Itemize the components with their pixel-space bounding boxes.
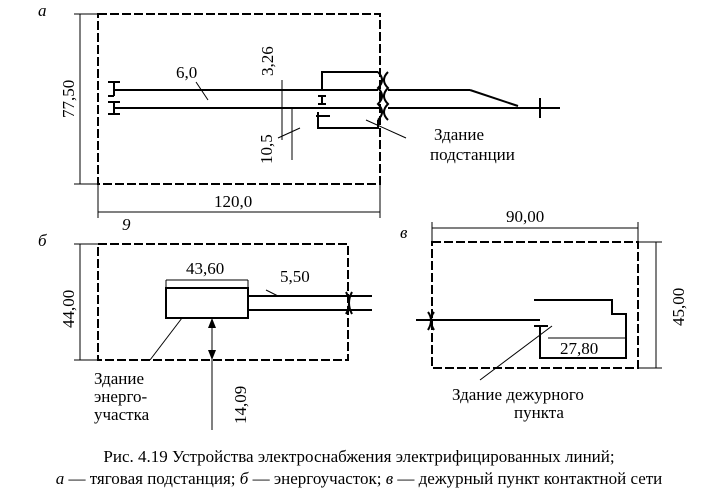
caption-a-text: — тяговая подстанция; [64,469,240,488]
panel-v-height-dimension: 45,00 [669,288,688,326]
caption-v-letter: в [385,469,394,488]
panel-b-height-dimension: 44,00 [59,290,78,328]
panel-v-building-label-line1: Здание дежурного [452,385,584,404]
panel-b-vertical-dimension: 14,09 [231,386,250,424]
panel-a-building-label-line1: Здание [434,125,484,144]
panel-a-corner-mark: 9 [122,215,131,234]
panel-b-building-label-line1: Здание [94,369,144,388]
caption-a-letter: а [55,469,65,488]
panel-a-width-dimension: 120,0 [214,192,252,211]
panel-b-building-label-line2: энерго- [94,387,147,406]
panel-a-substation-upper [321,71,378,90]
panel-a-letter: а [38,1,47,20]
panel-v-building-label-line2: пункта [514,403,564,422]
panel-b-track-dimension: 5,50 [280,267,310,286]
caption-b-letter: б [239,469,249,488]
caption-v-text: — дежурный пункт контактной сети [393,469,663,488]
caption-b-text: — энергоучасток; [248,469,386,488]
panel-v: в 90,00 45,00 27,80 Здание дежурного пун… [400,207,688,422]
panel-a-height-dimension: 77,50 [59,80,78,118]
panel-v-letter: в [400,223,408,242]
panel-b: б 44,00 43,60 5,50 14,09 Здание энерго- … [38,231,372,430]
panel-v-width-dimension: 90,00 [506,207,544,226]
panel-a-substation-lower [317,112,379,129]
panel-a-site-boundary [97,13,381,185]
panel-v-site-boundary [431,241,639,369]
figure-drawing: а 77,50 120,0 9 6,0 3,26 [38,1,688,430]
panel-v-building [539,299,627,359]
panel-b-building-label-line3: участка [94,405,150,424]
panel-a-offset-dimension: 3,26 [258,46,277,76]
panel-b-building [165,287,249,319]
panel-v-building-dimension: 27,80 [560,339,598,358]
caption-line-1: Рис. 4.19 Устройства электроснабжения эл… [103,447,615,466]
caption-line-2: а — тяговая подстанция; б — энергоучасто… [0,468,718,490]
figure-caption: Рис. 4.19 Устройства электроснабжения эл… [0,446,718,490]
panel-a-track-dimension: 6,0 [176,63,197,82]
panel-a: а 77,50 120,0 9 6,0 3,26 [38,1,560,234]
panel-b-letter: б [38,231,47,250]
panel-a-small-dimension: 10,5 [257,134,276,164]
panel-a-building-label-line2: подстанции [430,145,515,164]
panel-b-building-dimension: 43,60 [186,259,224,278]
